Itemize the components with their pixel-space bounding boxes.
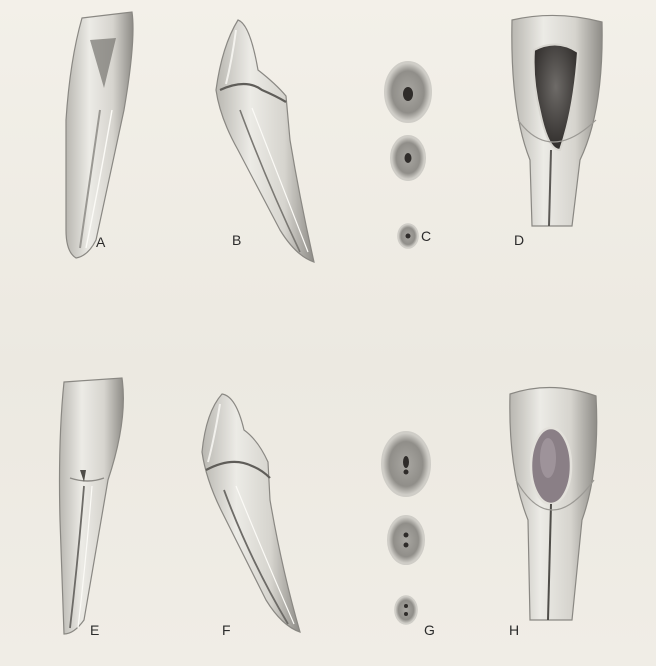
tooth-a-lingual-view (66, 12, 133, 258)
label-f: F (222, 622, 231, 638)
label-c: C (421, 228, 432, 244)
label-h: H (509, 622, 520, 638)
tooth-f-proximal-view (202, 394, 300, 632)
tooth-h-access-opening (510, 387, 597, 620)
label-g: G (424, 622, 435, 638)
cross-section-g-apical (395, 596, 417, 624)
tooth-d-access-opening (512, 15, 602, 226)
label-e: E (90, 622, 100, 638)
label-d: D (514, 232, 525, 248)
label-a: A (96, 234, 106, 250)
cross-section-g-middle (388, 516, 424, 564)
tooth-e-lingual-view (60, 378, 124, 634)
tooth-b-proximal-view (216, 20, 314, 262)
label-b: B (232, 232, 242, 248)
cross-section-c-coronal (385, 62, 431, 122)
cross-section-c-middle (391, 136, 425, 180)
cross-section-g-coronal (382, 432, 430, 496)
cross-section-c-apical (398, 224, 418, 248)
